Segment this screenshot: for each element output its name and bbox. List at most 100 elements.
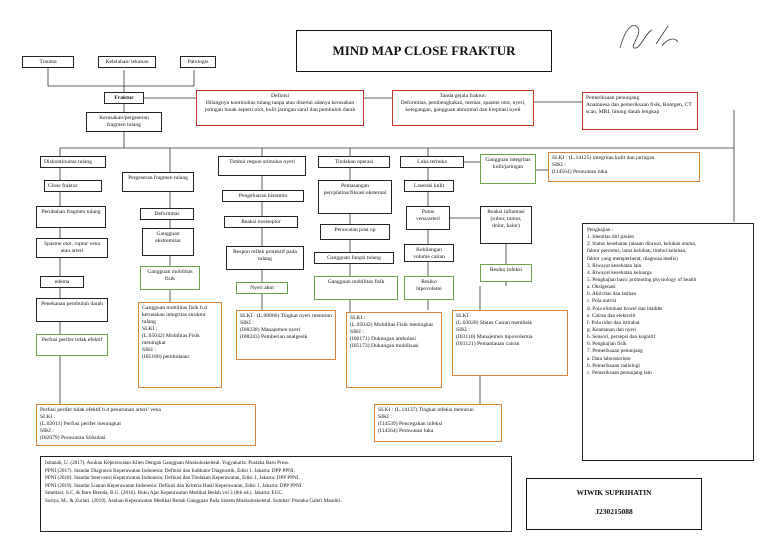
node-open-wound: Luka terbuka <box>400 156 464 168</box>
assessment-line: a. Data laboratorium <box>587 355 631 362</box>
node-extremity: Gangguan ekstremitas <box>142 228 194 256</box>
diag-line: (L.05042) Mobilitas Fisik meningkat <box>142 332 200 346</box>
signs-text: Deformitas, pembengkakan, memar, spasme … <box>400 99 526 113</box>
diag-line: SLKI : <box>40 413 56 420</box>
node-perfusion: Perfusi perifer tidak efektif <box>36 334 108 356</box>
diag-line: SIKI : <box>142 346 156 353</box>
diag-line: (I03121) Pemantauan cairan <box>456 340 520 347</box>
cause-pathology: Patologis <box>180 56 216 68</box>
assessment-line: faktor pencetus, lama keluhan, timbul ke… <box>587 248 687 255</box>
assessment-line: f. Pola tidur dan istirahat <box>587 319 640 326</box>
diag-line: SIKI : <box>40 427 54 434</box>
assessment-panel: Pengkajian : 1. Identitas diri pasien 2.… <box>582 223 754 461</box>
definition-box: Definisi Hilangnya kontinuitas tulang ta… <box>196 90 364 126</box>
cause-trauma: Trauma <box>22 56 74 68</box>
diag-line: SLKI : <box>142 325 158 332</box>
reference-item: Suriya, M., & Zuriati. (2019). Asuhan Ke… <box>45 497 342 504</box>
diag-pain: SLKI : (L.08066) Tingkat nyeri menurun S… <box>236 310 336 360</box>
diag-mobility-surgery: SLKI : (L.05042) Mobilitas Fisik meningk… <box>346 312 442 388</box>
assessment-line: a. Oksigenasi <box>587 284 616 291</box>
reference-item: PPNI (2018). Standar Intervensi Keperawa… <box>45 475 300 482</box>
node-laceration: Laserasi kulit <box>404 180 454 192</box>
diag-perfusion: Perfusi perifer tidak efektif b.d penuru… <box>36 404 256 446</box>
assessment-line: 3. Riwayat kesehatan lalu <box>587 262 642 269</box>
assessment-line: 7. Pemeriksaan penunjang <box>587 348 643 355</box>
node-surgery: Tindakan operasi <box>318 156 390 168</box>
diag-line: SLKI : <box>350 315 366 321</box>
exam-box: Pemeriksaan penunjang Anamnesa dan pemer… <box>582 92 698 130</box>
author-id: J230215088 <box>595 507 633 516</box>
diag-line: SIKI : <box>456 326 470 333</box>
node-discontinuity: Diskontinuitas tulang <box>40 156 106 168</box>
assessment-line: faktor yang memperberat, diagnosa medis) <box>587 255 678 262</box>
diag-line: (I08243) Pemberian analgesik <box>240 333 308 340</box>
node-volume-loss: Kehilangan volume cairan <box>404 244 454 262</box>
node-pain-stimulus: Timbul respon stimulus nyeri <box>218 156 306 176</box>
diag-line: Gangguan mobilitas fisik b.d kerusakan i… <box>142 305 207 325</box>
node-install-pen: Pemasangan pen/platina/fiksasi eksternal <box>318 180 392 214</box>
assessment-line: 1. Identitas diri pasien <box>587 234 635 241</box>
reference-item: Smeltzer, S.C, & Bare Brenda, B.G. (2016… <box>45 490 284 497</box>
node-mobility-surgery: Gangguan mobilitas fisik <box>314 276 398 300</box>
diag-line: (I14564) Perawatan luka <box>552 168 608 175</box>
diag-line: SIKI : <box>378 413 392 420</box>
node-histamine: Pengeluaran histamin <box>222 190 304 202</box>
signature-mark <box>619 25 679 49</box>
diag-line: SIKI : <box>350 328 364 335</box>
assessment-line: d. Pola eliminasi bowel dan bladder <box>587 305 663 312</box>
diag-line: SIKI : <box>240 319 254 326</box>
diag-line: (I03116) Manajemen hipovolemia <box>456 333 533 340</box>
assessment-line: 2. Status kesehatan (alasan dirawat, kel… <box>587 241 696 248</box>
author-name: WIWIK SUPRIHATIN <box>576 488 652 497</box>
reference-item: PPNI (2019). Standar Luaran Keperawatan … <box>45 482 303 489</box>
diag-hypovolemia: SLKI : (L.03028) Status Cairan membaik S… <box>452 310 568 376</box>
cause-fatigue: Kelelahan/ tekanan <box>98 56 156 68</box>
node-acute-pain: Nyeri akut <box>236 282 288 294</box>
assessment-line: 4. Riwayat kesehatan keluarga <box>587 269 652 276</box>
assessment-line: Pengkajian : <box>587 227 614 233</box>
node-vein: Putus vena/arteri <box>406 206 450 230</box>
diag-line: SIKI : <box>552 161 566 168</box>
node-close-fracture: Close fraktur <box>44 180 102 192</box>
diag-line: SLKI : (L.14125) integritas kulit dan ja… <box>552 155 655 161</box>
diag-line: (I05180) pembidaian <box>142 353 190 360</box>
diag-line: (I02079) Perawatan Sirkulasi <box>40 434 106 441</box>
diag-line: (I05173) Dukungan mobilisasi <box>350 342 419 349</box>
node-reflex: Respon reflek protektif pada tulang <box>226 246 304 270</box>
diag-line: SLKI : (L.08066) Tingkat nyeri menurun <box>240 313 332 319</box>
assessment-line: b. Aktivitas dan latihan <box>587 291 637 298</box>
diag-infection: SLKI : (L.14137) Tingkat infeksi menurun… <box>374 404 502 442</box>
diag-line: (L.02011) Perfusi perifer meningkat <box>40 420 121 427</box>
node-bone-function: Gangguan fungsi tulang <box>314 252 394 264</box>
reference-item: PPNI (2017). Standar Diagnosis Keperawat… <box>45 467 295 474</box>
node-receptor: Reaksi nosiseptor <box>224 216 298 228</box>
assessment-line: 6. Pengkajian fisik <box>587 341 627 348</box>
definition-text: Hilangnya kontinuitas tulang tanpa atau … <box>204 99 356 113</box>
author-box: WIWIK SUPRIHATIN J230215088 <box>526 478 702 530</box>
signs-heading: Tanda gejala fraktur: <box>439 93 487 99</box>
node-mobility-shift: Gangguan mobilitas fisik <box>140 266 200 290</box>
diag-line: (L.03028) Status Cairan membaik <box>456 319 533 326</box>
assessment-line: e. Cairan dan elektrolit <box>587 312 636 319</box>
assessment-line: c. Pemeriksaan penunjang lain <box>587 369 652 376</box>
node-shift: Pergeseran fragmen tulang <box>122 172 194 192</box>
page-title: MIND MAP CLOSE FRAKTUR <box>296 30 552 72</box>
diag-line: (I06171) Dukungan ambulasi <box>350 335 416 342</box>
node-inflammation: Reaksi inflamasi (rubor, tumor, dolor, k… <box>480 206 532 244</box>
signs-box: Tanda gejala fraktur: Deformitas, pemben… <box>392 90 534 126</box>
assessment-line: c. Pola nutrisi <box>587 298 617 305</box>
exam-heading: Pemeriksaan penunjang <box>586 95 640 101</box>
diag-line: Perfusi perifer tidak efektif b.d penuru… <box>40 407 161 413</box>
assessment-line: h. Sensori, persepsi dan kognitif <box>587 334 656 341</box>
references: Istianah, U. (2017). Asuhan Keperawatan … <box>40 456 512 532</box>
exam-text: Anamnesa dan pemeriksaan fisik, Rontgen,… <box>586 101 692 115</box>
node-deformity: Deformitas <box>140 208 194 220</box>
center-node: Fraktur <box>104 92 144 104</box>
diag-line: SLKI : (L.14137) Tingkat infeksi menurun <box>378 407 474 413</box>
node-infection-risk: Resiko infeksi <box>480 264 532 282</box>
diag-mobility-shift: Gangguan mobilitas fisik b.d kerusakan i… <box>138 302 222 388</box>
node-skin-integrity: Gangguan integritas kulit/jaringan <box>480 154 536 184</box>
diag-line: (I14539) Pencegahan infeksi <box>378 420 443 427</box>
node-postop: Perawatan post op <box>320 224 390 240</box>
